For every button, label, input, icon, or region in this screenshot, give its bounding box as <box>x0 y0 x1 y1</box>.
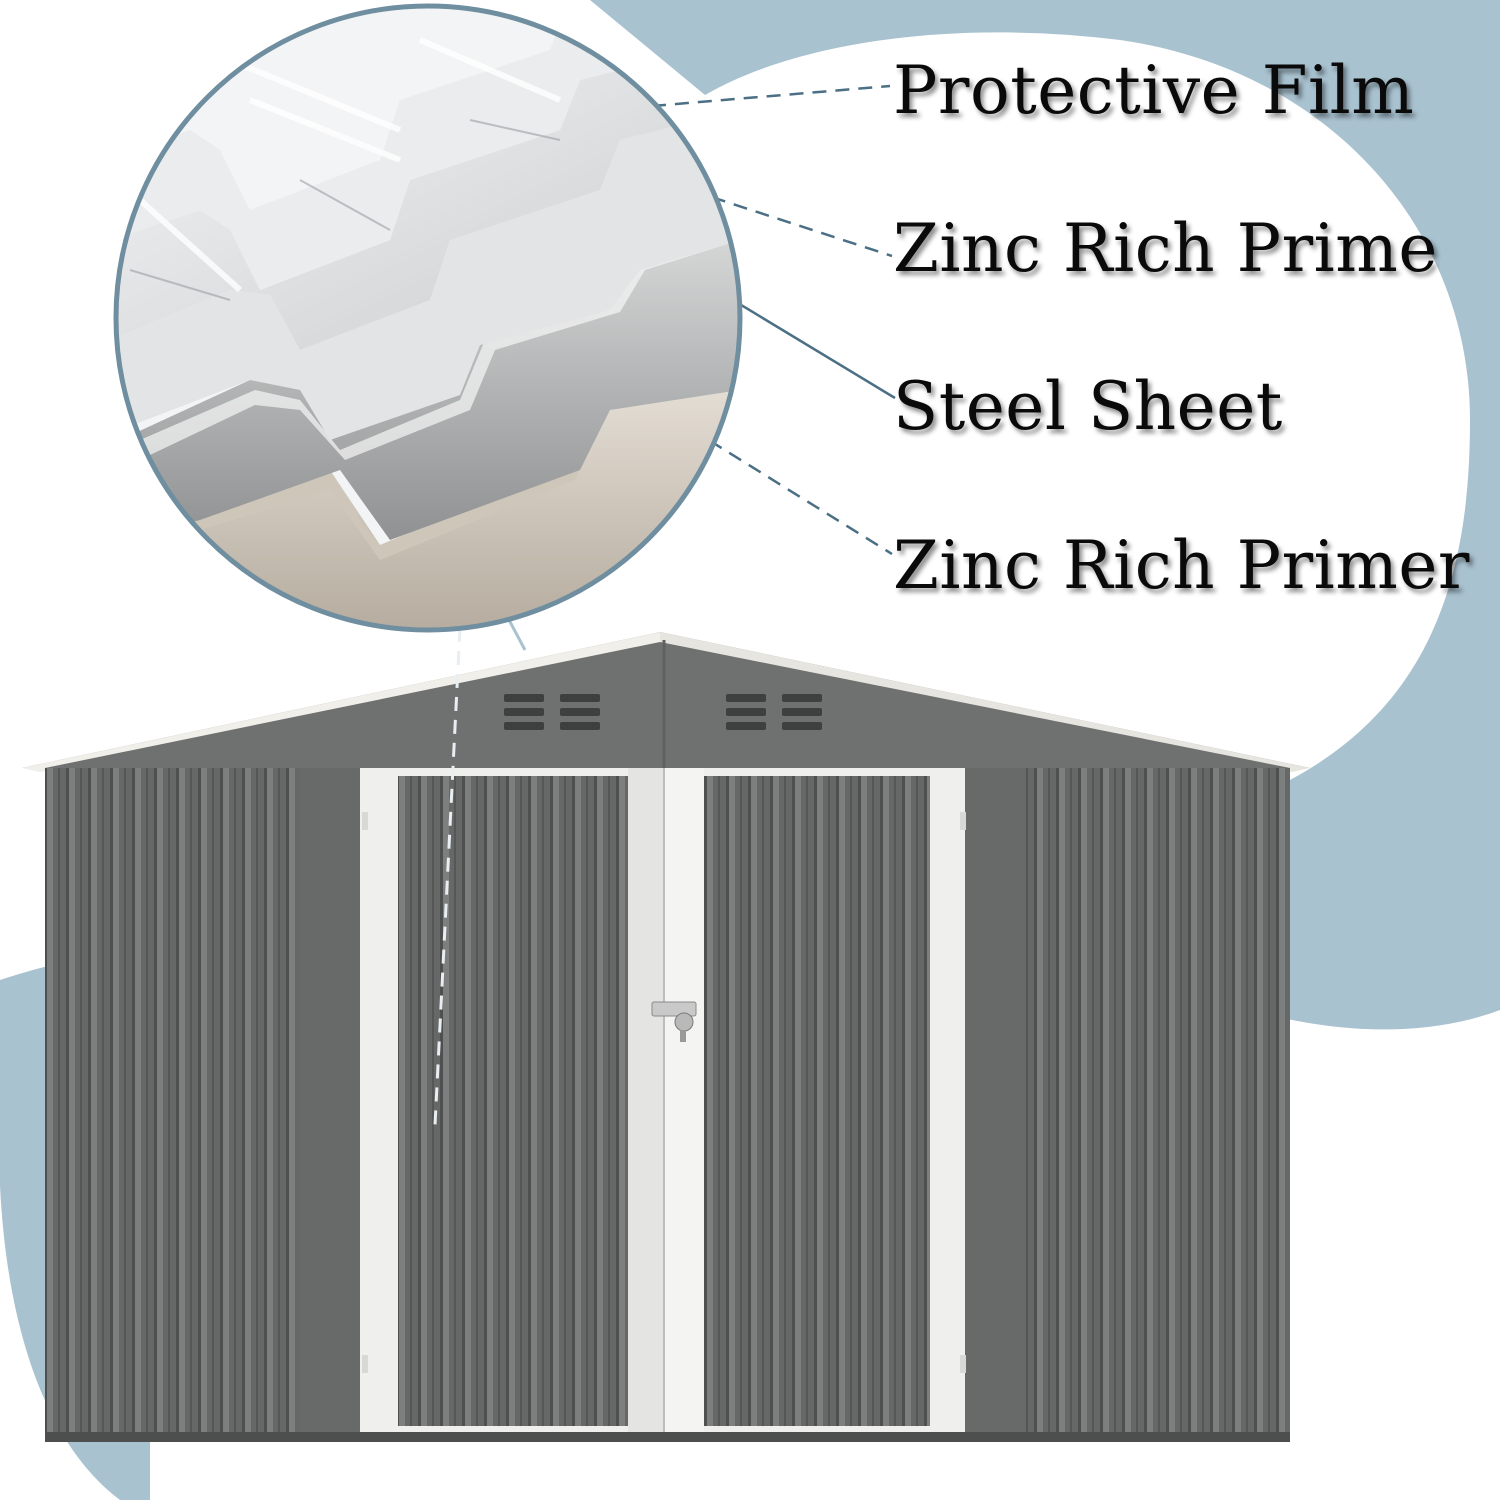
magnifier-inset <box>113 3 743 633</box>
label-zinc-rich-prime: Zinc Rich Prime <box>893 210 1438 287</box>
double-doors <box>360 768 966 1440</box>
roof-vents <box>504 694 822 730</box>
door-latch <box>651 1001 697 1042</box>
label-steel-sheet: Steel Sheet <box>893 368 1283 445</box>
label-zinc-rich-primer: Zinc Rich Primer <box>893 527 1470 604</box>
storage-shed <box>22 632 1310 1442</box>
label-protective-film: Protective Film <box>893 52 1415 129</box>
